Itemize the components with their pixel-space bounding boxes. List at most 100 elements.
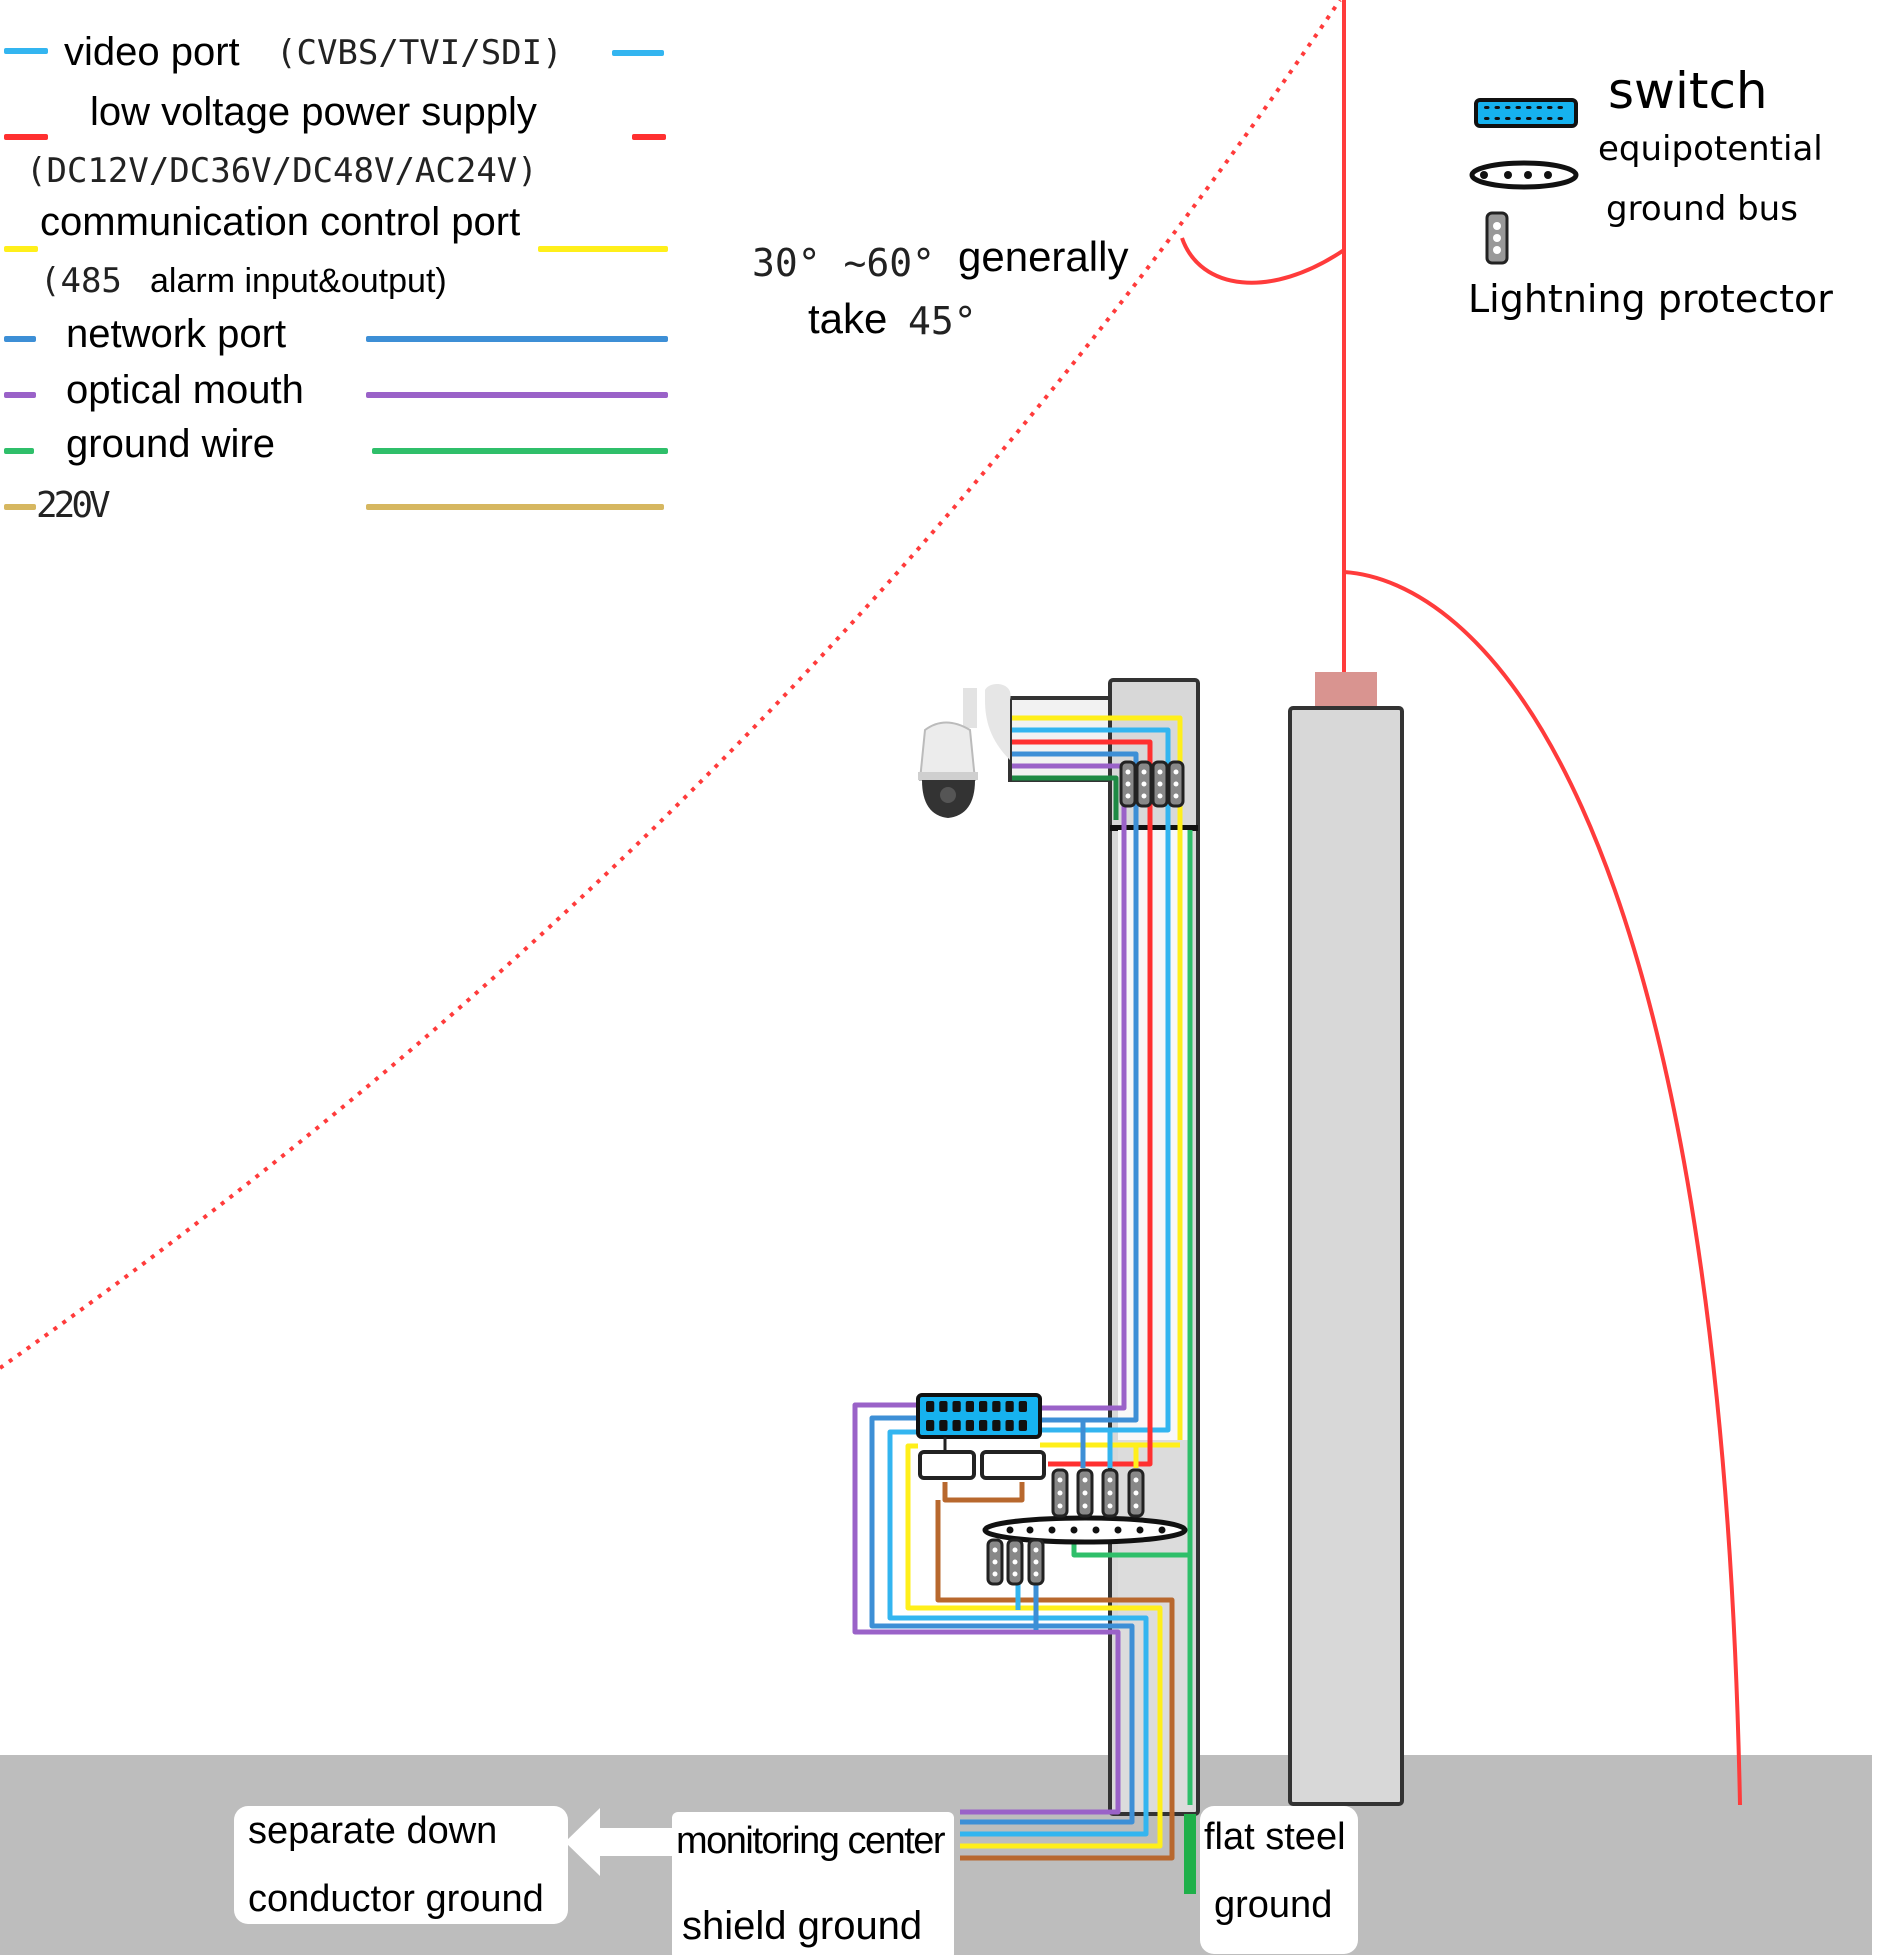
protector-dot: [1125, 793, 1131, 799]
legend-label-network: network port: [66, 312, 287, 356]
legend-swatch-220v-left: [4, 504, 36, 510]
protector-dot: [1173, 793, 1179, 799]
protection-zone-boundary: [0, 0, 1342, 1370]
monitoring-label-box: [672, 1812, 954, 1960]
protector-dot: [1173, 781, 1179, 787]
protector-dot: [1082, 1503, 1088, 1509]
network-switch-icon: [916, 1393, 1042, 1439]
top-protector-group: [1119, 760, 1185, 808]
lightning-pole: [1288, 706, 1404, 1806]
separate-ground-line1: separate down: [248, 1810, 498, 1852]
switch-port: [1547, 117, 1553, 120]
legend-prefix-comm: (485: [40, 261, 122, 301]
equipotential-ground-bus-icon: [982, 1515, 1188, 1545]
power-adapter-boxes: [918, 1437, 1046, 1480]
legend-label-video: video port: [64, 30, 240, 74]
legend-swatch-video-left: [4, 48, 48, 54]
switch-port: [1484, 106, 1490, 109]
switch-port: [992, 1420, 1001, 1431]
wire-power-top: [1012, 739, 1153, 1440]
flat-steel-line1: flat steel: [1204, 1816, 1346, 1858]
protector-dot: [1107, 1503, 1113, 1509]
separate-ground-label-box: [234, 1806, 568, 1924]
key-label-switch: switch: [1608, 62, 1768, 120]
legend-swatch-comm-left: [4, 246, 38, 252]
protector-dot: [1133, 1490, 1139, 1496]
wire-network-out: [869, 1415, 1135, 1825]
legend-swatch-power-right: [632, 134, 666, 140]
protector-dot: [1033, 1571, 1039, 1577]
protector-dot: [1012, 1547, 1018, 1553]
protector-dot: [1107, 1477, 1113, 1483]
protector-dot: [1125, 769, 1131, 775]
legend-swatch-comm-right: [538, 246, 668, 252]
bus-body: [982, 1515, 1188, 1545]
legend-label-ground: ground wire: [66, 422, 276, 466]
power-adapter-box: [918, 1450, 976, 1480]
protector-dot: [1157, 781, 1163, 787]
flat-steel-line2: ground: [1214, 1884, 1333, 1926]
switch-port: [1547, 106, 1553, 109]
bus-terminal: [1070, 1526, 1078, 1534]
switch-port: [939, 1401, 948, 1412]
equipotential-ground-bus-icon: [1469, 160, 1579, 190]
switch-port: [965, 1420, 974, 1431]
legend-label-optical: optical mouth: [66, 368, 304, 412]
protector-dot: [1157, 793, 1163, 799]
switch-port: [1505, 117, 1511, 120]
wire-comm-top: [1012, 715, 1183, 1440]
angle-arc: [1180, 237, 1346, 285]
switch-port: [1557, 117, 1563, 120]
switch-port: [965, 1401, 974, 1412]
rod-cap: [1315, 672, 1377, 708]
bus-terminal: [1092, 1526, 1100, 1534]
switch-port: [1484, 117, 1490, 120]
protector-dot: [1033, 1547, 1039, 1553]
bus-terminal: [1136, 1526, 1144, 1534]
legend-swatch-video-right: [612, 50, 664, 56]
protector-dot: [1141, 769, 1147, 775]
protector-dot: [1133, 1503, 1139, 1509]
angle-note-range: 30° ~60°: [752, 241, 936, 285]
protector-dot: [1012, 1559, 1018, 1565]
switch-port: [1005, 1401, 1014, 1412]
flat-steel-ground-bar: [1184, 1814, 1196, 1894]
protector-dot: [1141, 781, 1147, 787]
monitoring-center-line1: monitoring center: [676, 1820, 946, 1862]
switch-port: [926, 1401, 935, 1412]
network-switch-icon: [1474, 98, 1578, 128]
legend-swatch-ground-right: [372, 448, 668, 454]
protector-dot: [1157, 769, 1163, 775]
bus-terminal: [1048, 1526, 1056, 1534]
symbol-key: [1469, 98, 1579, 265]
protector-dot: [992, 1571, 998, 1577]
key-label-bus-line1: equipotential: [1598, 129, 1823, 169]
switch-port: [952, 1401, 961, 1412]
arrow-left-icon: [565, 1808, 680, 1876]
down-conductor: [1343, 570, 1742, 1806]
wire-optical-top: [1012, 763, 1127, 1411]
protector-dot: [992, 1559, 998, 1565]
protector-dot: [1133, 1477, 1139, 1483]
switch-port: [1557, 106, 1563, 109]
protector-dot: [1125, 781, 1131, 787]
angle-note-45: 45°: [908, 299, 977, 343]
protector-dot: [992, 1547, 998, 1553]
key-label-protector: Lightning protector: [1468, 277, 1833, 321]
switch-port: [926, 1420, 935, 1431]
switch-port: [1536, 117, 1542, 120]
angle-note-take: take: [808, 295, 888, 342]
protector-dot: [1057, 1477, 1063, 1483]
legend-swatch-optical-left: [4, 392, 36, 398]
key-label-bus-line2: ground bus: [1606, 189, 1798, 229]
legend-label-power: low voltage power supply: [90, 90, 537, 134]
legend-suffix-power: (DC12V/DC36V/DC48V/AC24V): [26, 151, 538, 191]
wire-video-top: [1012, 727, 1171, 1433]
lightning-protector-icon: [1485, 211, 1509, 265]
switch-port: [992, 1401, 1001, 1412]
ptz-dome-camera-icon: [918, 684, 1011, 818]
switch-port: [1005, 1420, 1014, 1431]
protector-dot: [1012, 1571, 1018, 1577]
